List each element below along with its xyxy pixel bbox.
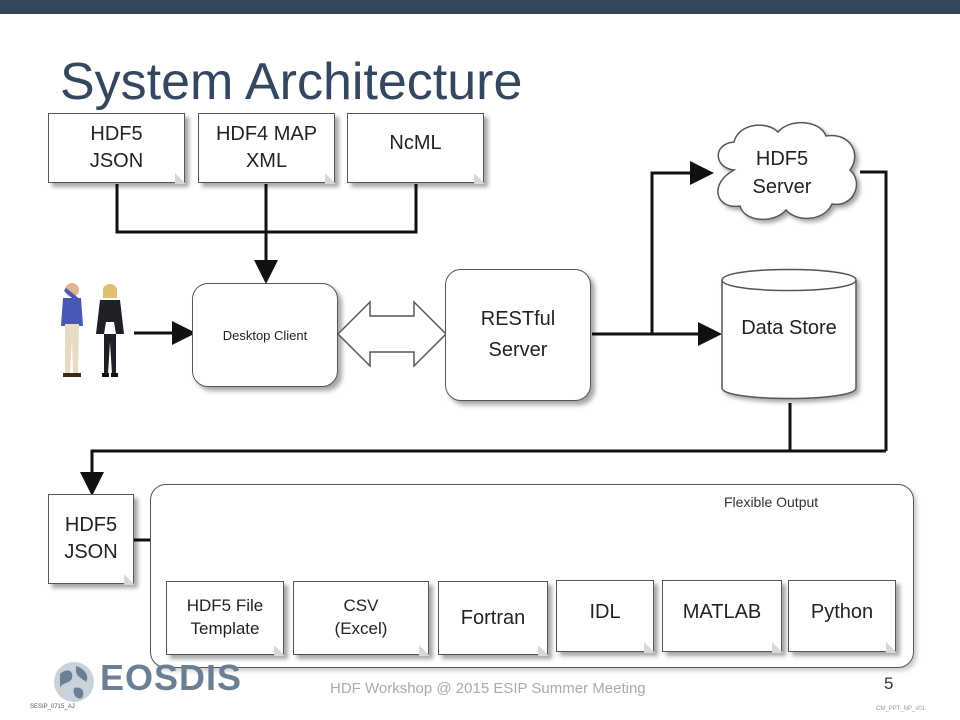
- double-arrow-icon: [336, 300, 448, 368]
- data-store-cylinder-icon: [721, 268, 857, 400]
- hdf5-server-label: HDF5 Server: [722, 145, 842, 201]
- globe-logo-icon: [54, 662, 94, 702]
- doc-label-line2: Template: [190, 619, 260, 638]
- output-python-doc: Python: [788, 580, 897, 653]
- doc-label-line2: JSON: [89, 150, 144, 172]
- doc-label-line2: (Excel): [334, 619, 388, 638]
- dog-ear-icon: [419, 645, 430, 656]
- doc-label-line1: HDF5: [90, 123, 143, 145]
- doc-label: IDL: [589, 601, 621, 623]
- flexible-output-label: Flexible Output: [724, 494, 819, 510]
- dog-ear-icon: [325, 173, 336, 184]
- doc-label-line1: HDF5: [64, 514, 118, 536]
- users-people-icon: [61, 283, 124, 377]
- doc-label: NcML: [389, 132, 442, 154]
- dog-ear-icon: [124, 574, 135, 585]
- doc-label: Python: [810, 601, 874, 623]
- slide-code-left: SESIP_0715_AJ: [30, 704, 75, 710]
- output-matlab-doc: MATLAB: [662, 580, 783, 653]
- output-hdf5-file-template-doc: HDF5 File Template: [166, 581, 285, 656]
- restful-label-line2: Server: [488, 339, 548, 361]
- dog-ear-icon: [644, 642, 655, 653]
- doc-label-line1: HDF4 MAP: [215, 123, 318, 145]
- dog-ear-icon: [538, 645, 549, 656]
- slide-title: System Architecture: [60, 53, 523, 111]
- slide-code-right: CM_PPT_NP_v01: [876, 706, 926, 712]
- dog-ear-icon: [474, 173, 485, 184]
- doc-label: MATLAB: [682, 601, 762, 623]
- hdf5-server-return-line: [860, 170, 888, 451]
- doc-label-line2: JSON: [64, 541, 118, 563]
- hdf5-server-cloud-icon: [717, 121, 858, 221]
- arrow-rest-to-hdf5-server: [650, 161, 714, 334]
- doc-label-line1: HDF5 File: [186, 596, 264, 616]
- dog-ear-icon: [772, 642, 783, 653]
- restful-server-node: RESTful Server: [445, 269, 591, 401]
- output-hdf5-json-doc: HDF5 JSON: [48, 494, 135, 585]
- output-csv-doc: CSV (Excel): [293, 581, 430, 656]
- data-store-label: Data Store: [741, 317, 837, 339]
- page-number: 5: [884, 674, 894, 693]
- output-fortran-doc: Fortran: [438, 581, 549, 656]
- footer-text: HDF Workshop @ 2015 ESIP Summer Meeting: [330, 680, 646, 697]
- dog-ear-icon: [274, 645, 285, 656]
- arrow-to-output-json: [80, 449, 886, 496]
- restful-label-line1: RESTful: [480, 308, 556, 330]
- doc-label-line1: CSV: [343, 596, 379, 616]
- input-hdf5-json-doc: HDF5 JSON: [48, 113, 186, 184]
- desktop-client-node: Desktop Client: [192, 283, 338, 387]
- dog-ear-icon: [175, 173, 186, 184]
- output-idl-doc: IDL: [556, 580, 655, 653]
- top-bar: [0, 0, 960, 14]
- hdf5-server-label-line1: HDF5: [755, 148, 809, 170]
- doc-label: Fortran: [460, 606, 526, 629]
- input-hdf4-map-xml-doc: HDF4 MAP XML: [198, 113, 336, 184]
- eosdis-logo-text: EOSDIS: [100, 657, 243, 698]
- hdf5-server-label-line2: Server: [752, 176, 812, 198]
- input-ncml-doc: NcML: [347, 113, 485, 184]
- doc-label-line2: XML: [245, 150, 288, 172]
- desktop-client-label: Desktop Client: [222, 327, 308, 343]
- dog-ear-icon: [886, 642, 897, 653]
